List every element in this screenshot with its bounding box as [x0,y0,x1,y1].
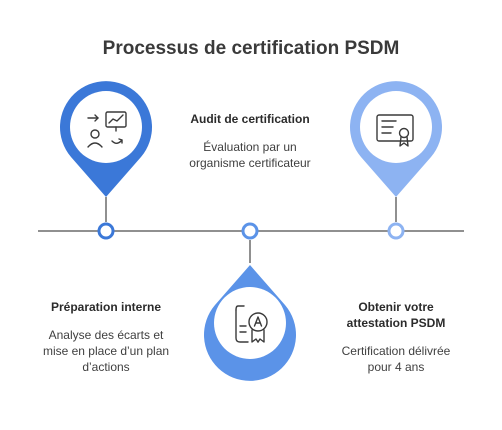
step-3-heading-line: Obtenir votre [358,300,434,314]
step-2-description: Évaluation par un organisme certificateu… [170,139,330,171]
step-1-desc-line: mise en place d’un plan [42,344,170,358]
timeline-node-1 [97,222,115,240]
step-3-pin [350,81,442,222]
step-1-pin [60,81,153,222]
step-2-desc-line: organisme certificateur [189,156,311,170]
timeline-node-2 [241,222,259,240]
step-1-text: Préparation interne Analyse des écarts e… [30,299,182,375]
analysis-icon [87,111,127,148]
step-3-description: Certification délivrée pour 4 ans [320,343,472,375]
step-1-desc-line: d’actions [82,360,130,374]
step-2-text: Audit de certification Évaluation par un… [170,111,330,171]
diagram-title: Processus de certification PSDM [102,38,400,59]
step-2-desc-line: Évaluation par un [203,140,297,154]
step-3-heading: Obtenir votre attestation PSDM [320,299,472,331]
step-2-heading: Audit de certification [190,112,310,126]
step-1-description: Analyse des écarts et mise en place d’un… [30,327,182,375]
step-2-pin [204,240,296,381]
audit-badge-icon [235,305,268,343]
step-3-desc-line: pour 4 ans [367,360,425,374]
step-3-text: Obtenir votre attestation PSDM Certifica… [320,299,472,375]
step-3-heading-line: attestation PSDM [346,316,446,330]
certificate-icon [376,114,414,147]
step-1-desc-line: Analyse des écarts et [48,328,164,342]
step-3-desc-line: Certification délivrée [341,344,451,358]
step-1-heading: Préparation interne [50,300,162,314]
timeline-node-3 [387,222,405,240]
